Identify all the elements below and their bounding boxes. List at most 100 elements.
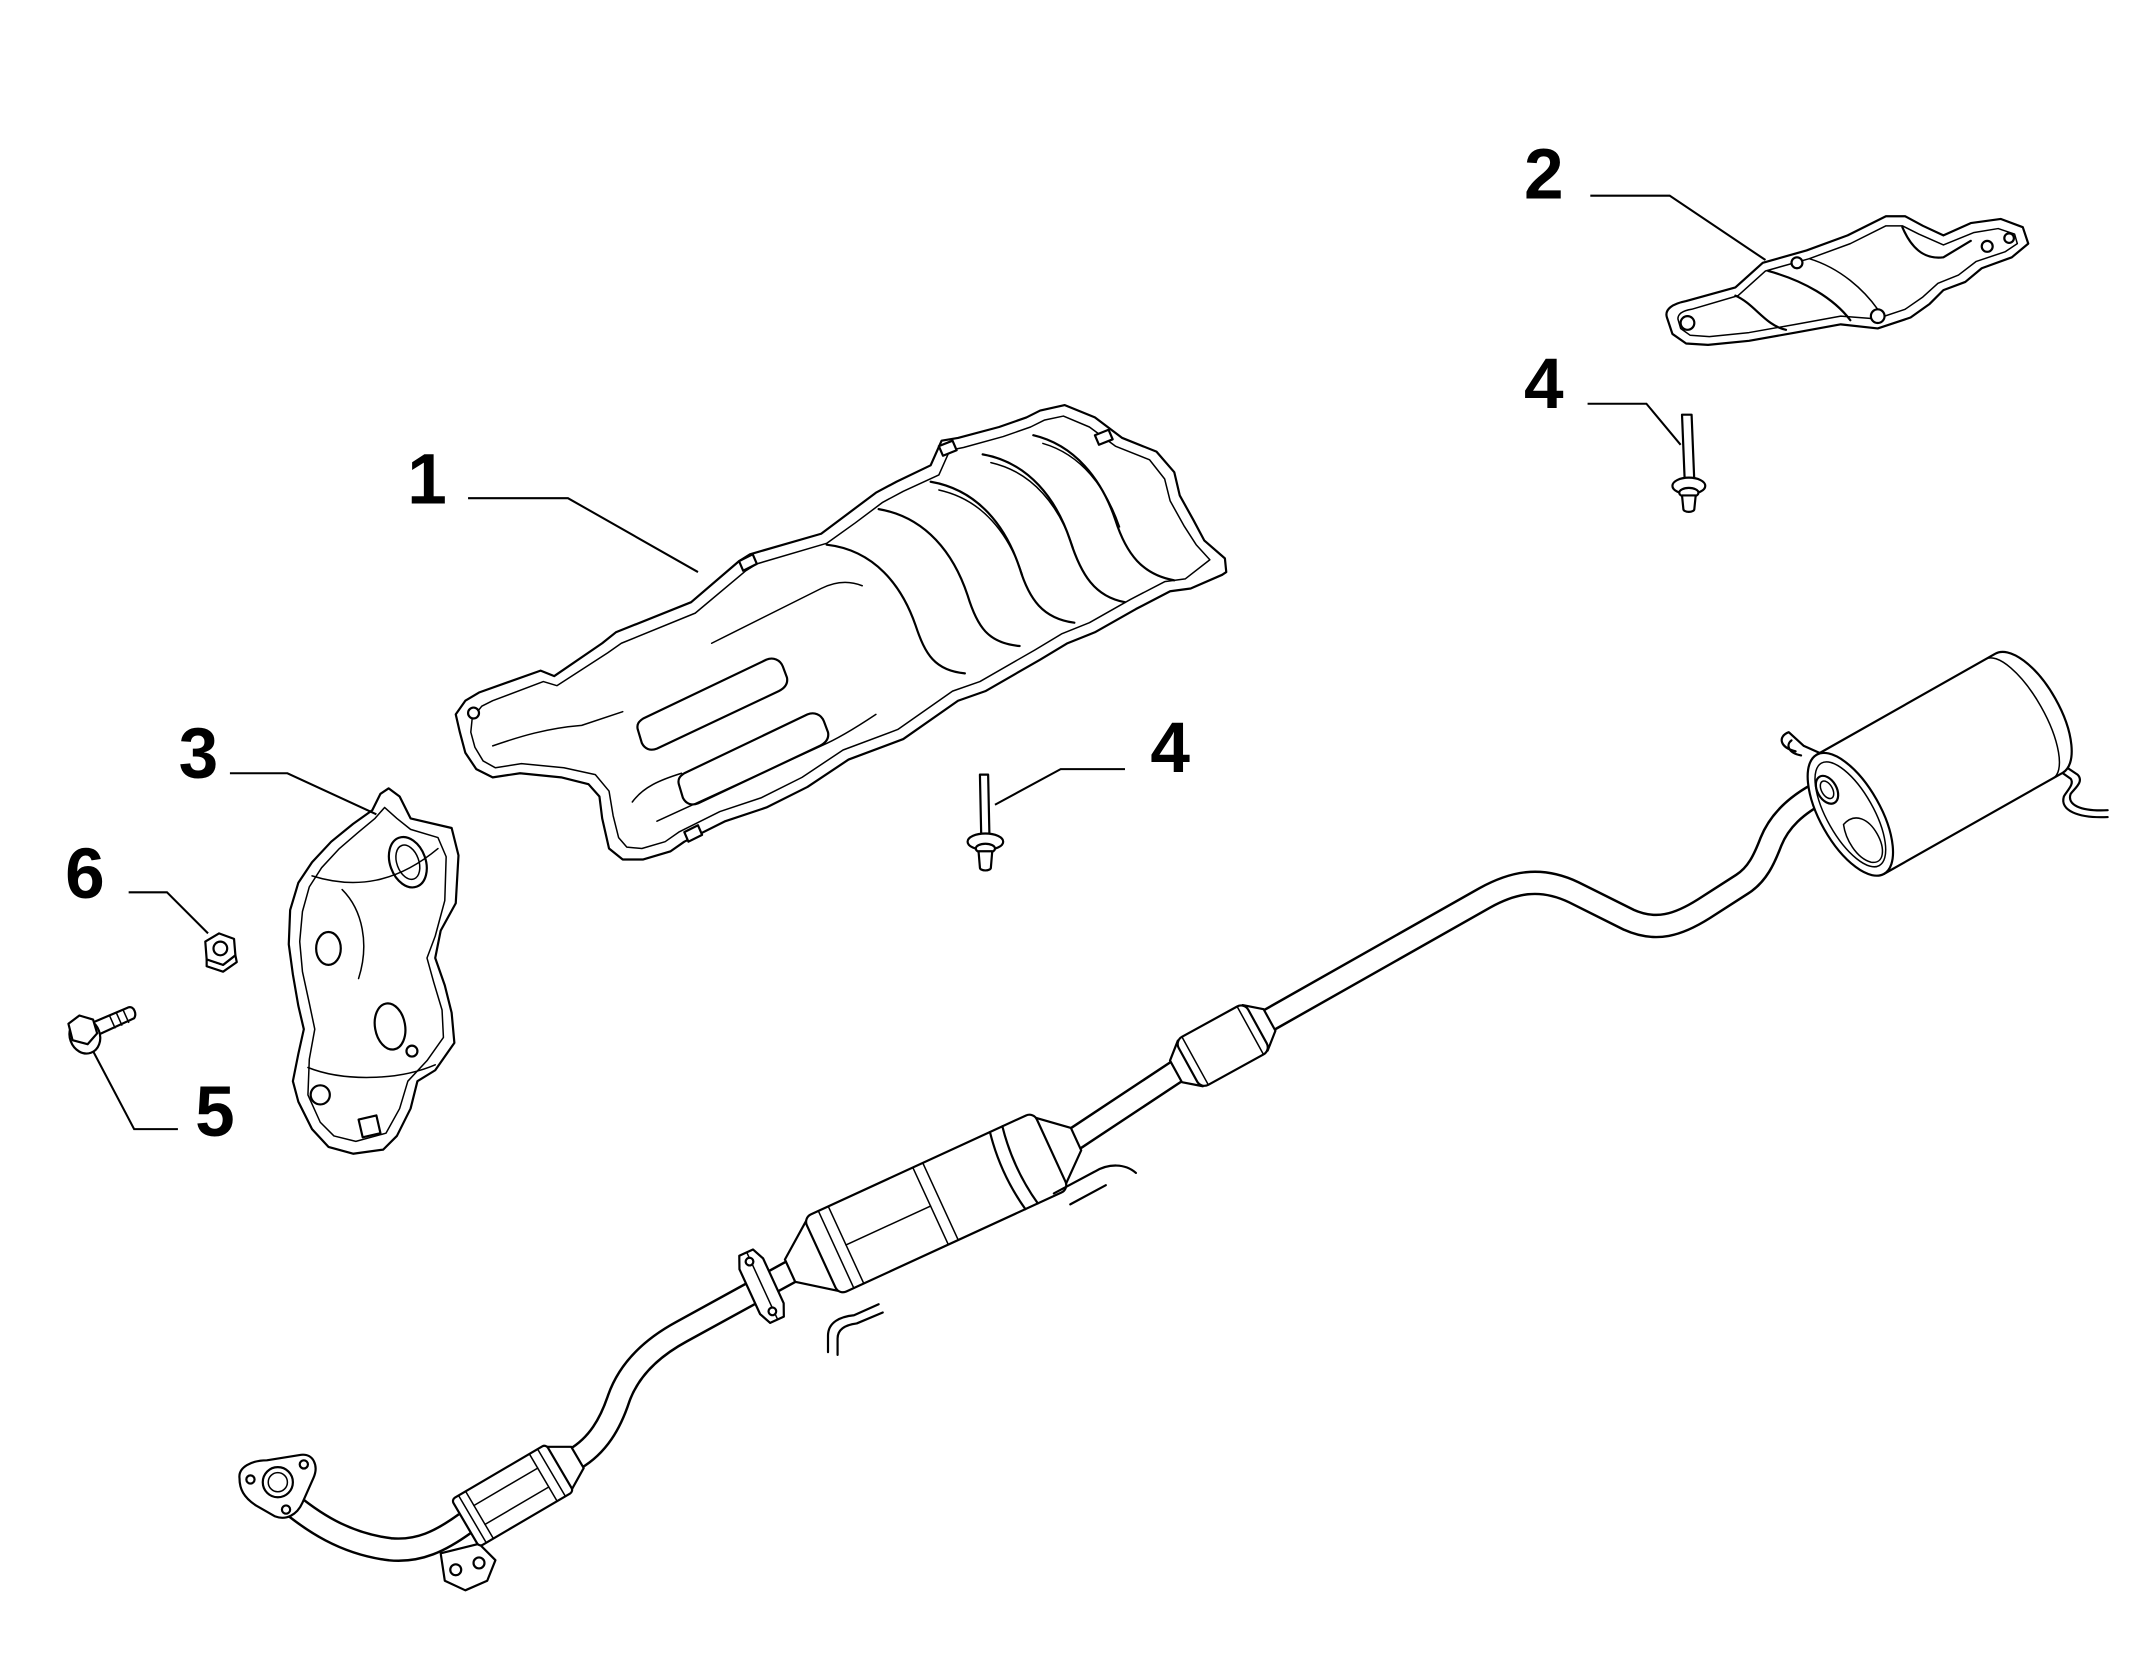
catalytic-converter bbox=[783, 1113, 1083, 1294]
front-pipe-bracket-hole bbox=[472, 1556, 486, 1570]
muffler-hanger-hook bbox=[2055, 759, 2109, 812]
muffler-inlet-inner bbox=[1819, 780, 1835, 800]
heat-shield-1-inner-edge bbox=[470, 415, 1211, 850]
heat-shield-3 bbox=[287, 787, 460, 1155]
heat-shield-2-ridge bbox=[1734, 294, 1788, 331]
front-flange-bore-inner bbox=[267, 1471, 289, 1493]
heat-shield-2-outline bbox=[1665, 215, 2030, 346]
heat-shield-1-channel bbox=[491, 710, 624, 747]
heat-shield-2-mount-hole bbox=[1869, 308, 1886, 325]
callout-5-leader bbox=[92, 1050, 178, 1131]
converter-hanger-rod bbox=[1052, 1164, 1138, 1195]
heat-shield-1-clip bbox=[937, 439, 958, 457]
converter-flange-hole bbox=[767, 1306, 778, 1317]
rear-muffler bbox=[1806, 650, 2073, 877]
flexible-joint bbox=[451, 1444, 585, 1547]
flexible-joint-braid bbox=[484, 1486, 550, 1526]
muffler-end-seam bbox=[1985, 657, 2061, 779]
heat-shield-2-inner-edge bbox=[1677, 225, 2019, 338]
heat-shield-1-rib-edge bbox=[938, 489, 1024, 576]
callout-2-leader bbox=[1590, 194, 1767, 261]
resonator bbox=[1168, 1003, 1277, 1088]
bolt-5-head bbox=[67, 1014, 99, 1046]
heat-shield-1-channel bbox=[631, 772, 683, 803]
bolt-4-middle-stem bbox=[978, 773, 991, 841]
converter-shield-strap bbox=[1001, 1125, 1039, 1205]
flexible-joint-ring bbox=[457, 1494, 488, 1544]
flexible-joint-body bbox=[451, 1444, 574, 1547]
callout-5-label: 5 bbox=[195, 1073, 235, 1152]
converter-seam bbox=[845, 1205, 932, 1246]
heat-shield-1-rib-edge bbox=[990, 461, 1074, 549]
center-pipe-fill bbox=[1067, 1062, 1184, 1149]
front-hanger-rod bbox=[826, 1303, 880, 1354]
rear-pipe-fill bbox=[1262, 782, 1828, 1030]
converter-shield-strap bbox=[988, 1130, 1027, 1211]
heat-shield-2-ridge bbox=[1901, 226, 1972, 259]
converter-hanger-rod bbox=[1069, 1184, 1107, 1206]
heat-shield-3-sensor-opening bbox=[373, 1002, 407, 1051]
bolt-4-middle bbox=[966, 773, 1005, 872]
bolt-5-thread bbox=[115, 1012, 123, 1026]
converter-flange bbox=[738, 1248, 785, 1325]
muffler-hanger-hook bbox=[1787, 739, 1803, 757]
front-pipe-bracket-plate bbox=[439, 1542, 497, 1592]
bolt-5 bbox=[67, 1006, 137, 1055]
bolt-5-thread bbox=[122, 1009, 130, 1024]
callout-2-label: 2 bbox=[1524, 135, 1564, 214]
front-flange-bolt-hole bbox=[280, 1504, 292, 1515]
heat-shield-3-inner-edge bbox=[298, 806, 447, 1143]
front-hanger-rod bbox=[836, 1311, 884, 1357]
heat-shield-2 bbox=[1665, 215, 2030, 346]
front-flange-bolt-hole bbox=[245, 1474, 256, 1485]
heat-shield-1 bbox=[454, 404, 1228, 861]
bolt-4-middle-tip bbox=[977, 850, 994, 872]
heat-shield-1-clip bbox=[737, 553, 758, 572]
rear-pipe-outline bbox=[1261, 780, 1829, 1032]
heat-shield-1-clip bbox=[1093, 428, 1114, 446]
heat-shield-1-rib-edge bbox=[1042, 442, 1121, 528]
muffler-face-rim bbox=[1814, 761, 1887, 868]
heat-shield-3-hole bbox=[315, 930, 342, 966]
front-flange-bolt-hole bbox=[298, 1459, 310, 1470]
callout-6-label: 6 bbox=[65, 835, 105, 914]
heat-shield-3-port-opening bbox=[387, 835, 428, 889]
flexible-joint-ring bbox=[536, 1448, 567, 1498]
callout-6-leader bbox=[128, 891, 209, 935]
heat-shield-1-mount-hole bbox=[466, 706, 481, 720]
converter-flange-hole bbox=[744, 1256, 755, 1267]
exhaust-system bbox=[238, 650, 2109, 1592]
heat-shield-1-outline bbox=[454, 404, 1228, 861]
resonator-ring bbox=[1236, 1005, 1265, 1056]
heat-shield-1-channel bbox=[656, 713, 877, 822]
nut-6-bore bbox=[212, 940, 229, 957]
bolt-4-upper bbox=[1671, 413, 1707, 513]
heat-shield-2-mount-hole bbox=[1790, 256, 1804, 270]
muffler-hanger-hook bbox=[2055, 768, 2109, 819]
front-pipe-fill bbox=[278, 1491, 472, 1560]
heat-shield-2-ridge bbox=[1808, 257, 1879, 311]
callout-4-middle-label: 4 bbox=[1150, 709, 1190, 788]
muffler-face-chamber bbox=[1842, 817, 1884, 864]
heat-shield-1-rib bbox=[825, 543, 966, 675]
heat-shield-3-band bbox=[311, 847, 439, 884]
diagram-canvas: 1 2 3 4 4 5 6 bbox=[65, 135, 2109, 1592]
flexible-joint-braid bbox=[473, 1467, 539, 1507]
callout-1-label: 1 bbox=[407, 441, 447, 520]
resonator-ring bbox=[1181, 1036, 1210, 1086]
callout-3-leader bbox=[229, 772, 377, 816]
heat-shield-2-mount-hole bbox=[1679, 315, 1696, 331]
heat-shield-1-clip bbox=[683, 824, 704, 843]
nut-6 bbox=[204, 932, 238, 973]
callout-1-leader bbox=[468, 497, 699, 573]
flexible-joint-ring bbox=[464, 1490, 495, 1540]
heat-shield-1-window bbox=[636, 657, 789, 751]
heat-shield-2-mount-hole bbox=[1980, 239, 1994, 253]
resonator-body bbox=[1176, 1004, 1269, 1087]
front-flange bbox=[238, 1453, 317, 1519]
converter-ring bbox=[922, 1162, 960, 1241]
intermediate-pipe-fill bbox=[569, 1261, 799, 1468]
heat-shield-3-hole bbox=[405, 1044, 419, 1058]
callout-4-upper-leader bbox=[1587, 402, 1682, 446]
heat-shield-2-ridge bbox=[1767, 269, 1852, 322]
